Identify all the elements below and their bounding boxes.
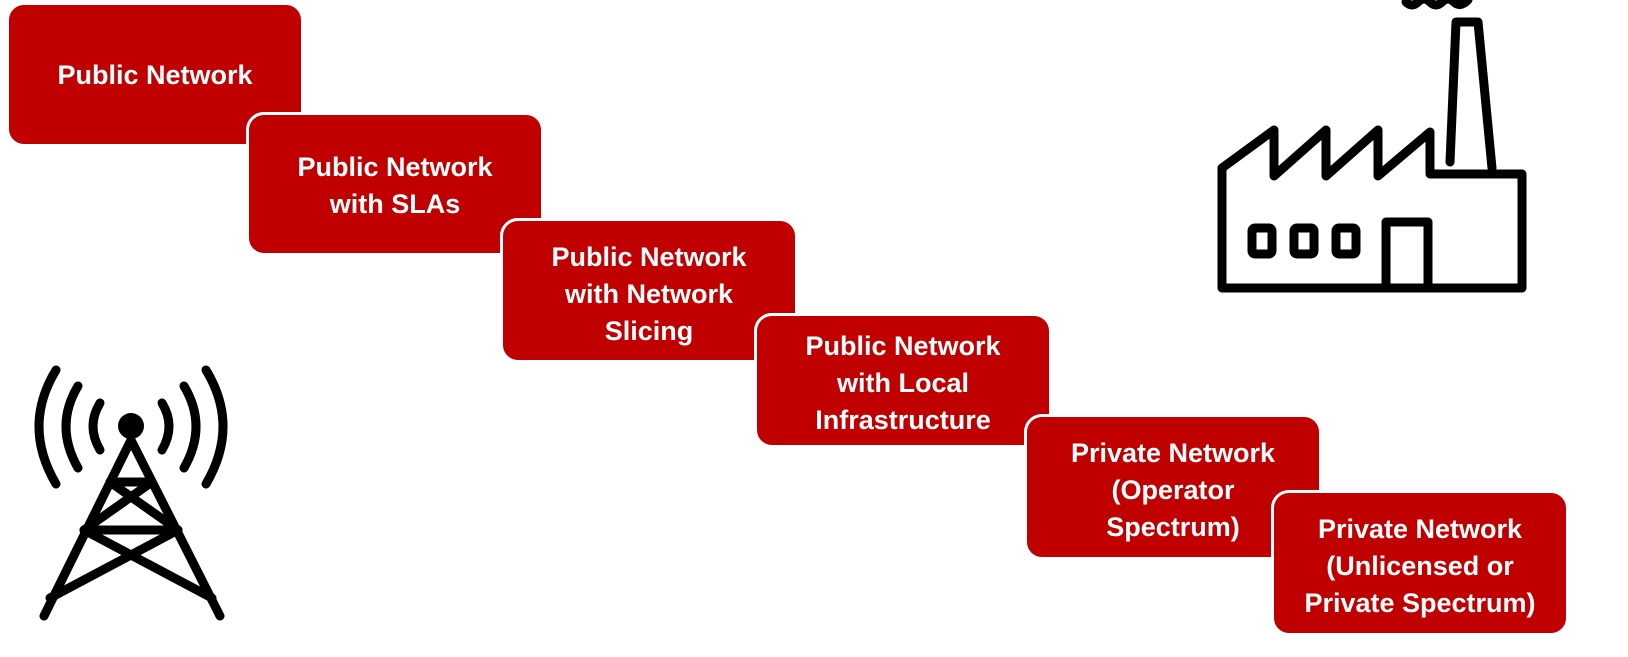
step-public-network-slas: Public Network with SLAs [246,112,544,256]
cell-tower-icon [34,365,228,621]
step-label: Public Network with Network Slicing [551,242,747,346]
step-label: Public Network [57,60,253,90]
step-label: Public Network with SLAs [297,152,493,219]
step-private-network-operator: Private Network (Operator Spectrum) [1024,414,1322,560]
step-public-network-slicing: Public Network with Network Slicing [500,218,798,363]
step-label: Private Network (Operator Spectrum) [1070,438,1276,542]
step-public-network-local-infrastructure: Public Network with Local Infrastructure [754,313,1052,448]
step-label: Public Network with Local Infrastructure [805,331,1001,435]
factory-icon [1217,0,1527,293]
step-private-network-unlicensed: Private Network (Unlicensed or Private S… [1271,490,1569,636]
step-public-network: Public Network [6,2,304,147]
step-label: Private Network (Unlicensed or Private S… [1304,514,1536,618]
